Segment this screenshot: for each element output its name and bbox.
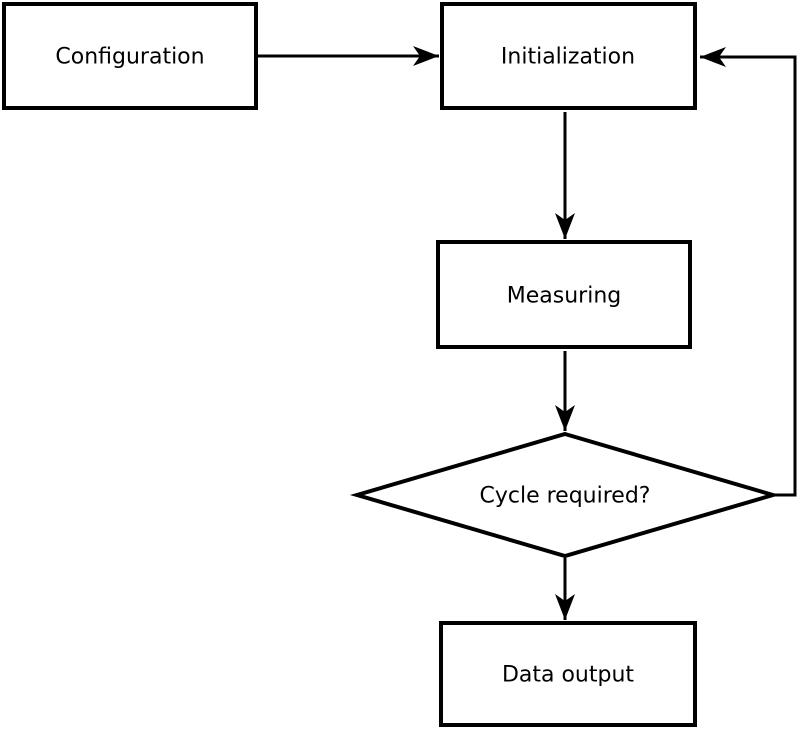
initialization-node: Initialization: [440, 2, 697, 110]
measuring-box: [436, 240, 692, 349]
decision-diamond: [349, 431, 781, 559]
initialization-box: [440, 2, 697, 110]
edge-decision-feedback-to-initialization: [700, 47, 797, 497]
data-output-node: Data output: [439, 621, 697, 727]
configuration-label: Configuration: [55, 45, 204, 70]
data-output-label: Data output: [502, 663, 634, 688]
decision-node: Cycle required?: [349, 431, 781, 559]
data-output-box: [439, 621, 697, 727]
configuration-node: Configuration: [2, 2, 258, 110]
measuring-node: Measuring: [436, 240, 692, 349]
initialization-label: Initialization: [501, 45, 635, 70]
decision-label: Cycle required?: [480, 484, 651, 509]
configuration-box: [2, 2, 258, 110]
measuring-label: Measuring: [507, 284, 621, 309]
